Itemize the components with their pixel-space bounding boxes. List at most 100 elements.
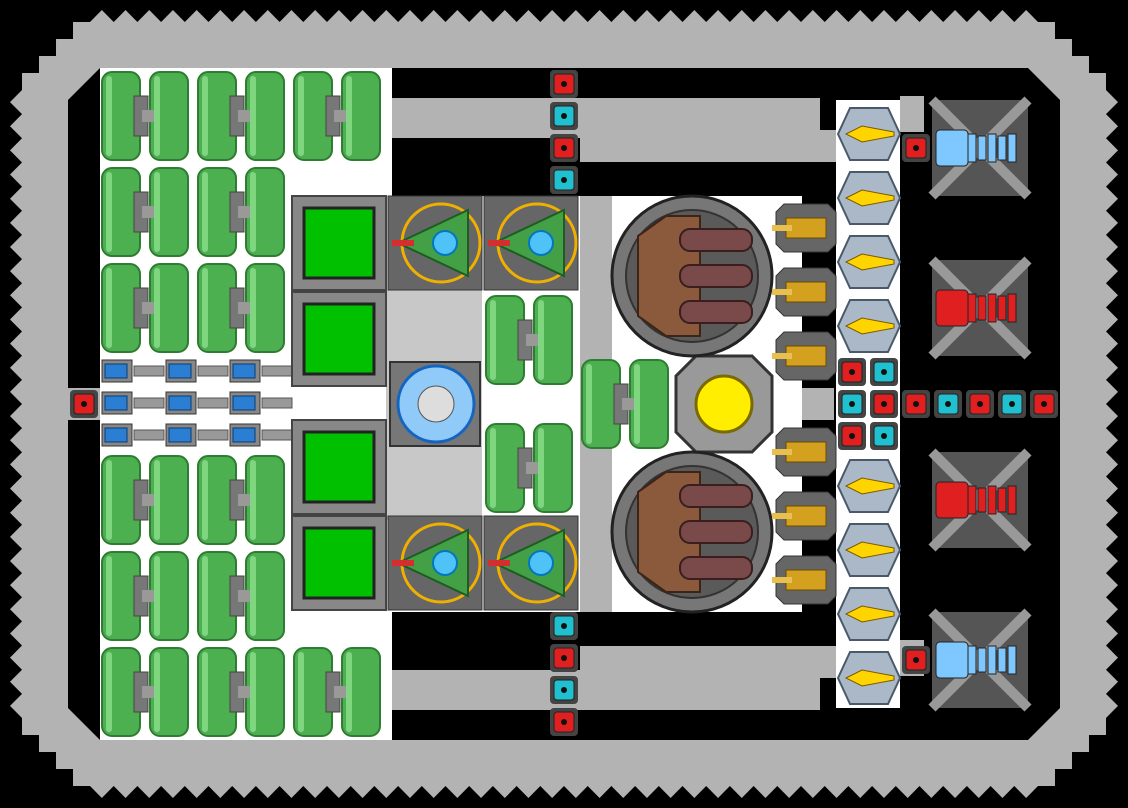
- battery-cell[interactable]: [165, 359, 229, 383]
- green-panel[interactable]: [291, 291, 387, 387]
- gold-cannon[interactable]: [772, 555, 837, 605]
- red-connector[interactable]: [70, 390, 98, 418]
- red-connector[interactable]: [550, 70, 578, 98]
- tank-valve: [334, 686, 346, 698]
- fuel-tank[interactable]: [101, 263, 189, 353]
- fuel-tank[interactable]: [101, 71, 189, 161]
- cyan-connector[interactable]: [550, 612, 578, 640]
- blue-thruster[interactable]: [928, 608, 1032, 712]
- turret-barrel: [488, 560, 510, 566]
- red-connector[interactable]: [902, 646, 930, 674]
- battery-cell[interactable]: [101, 359, 165, 383]
- tank-highlight: [250, 268, 256, 348]
- missile-pod[interactable]: [836, 299, 902, 353]
- missile-pod[interactable]: [836, 651, 902, 705]
- green-turret[interactable]: [387, 515, 483, 611]
- green-turret[interactable]: [483, 195, 579, 291]
- missile-pod[interactable]: [836, 235, 902, 289]
- fuel-tank[interactable]: [485, 423, 573, 513]
- fuel-tank[interactable]: [293, 647, 381, 737]
- tank-highlight: [250, 460, 256, 540]
- thruster-fin: [1007, 485, 1017, 515]
- fuel-tank[interactable]: [197, 647, 285, 737]
- fuel-tank[interactable]: [581, 359, 669, 449]
- fuel-tank[interactable]: [485, 295, 573, 385]
- red-connector[interactable]: [966, 390, 994, 418]
- green-turret[interactable]: [387, 195, 483, 291]
- missile-body: [844, 317, 895, 335]
- gap: [940, 196, 1020, 244]
- fuel-tank[interactable]: [101, 647, 189, 737]
- missile-pod[interactable]: [836, 587, 902, 641]
- fuel-tank[interactable]: [101, 551, 189, 641]
- red-connector[interactable]: [550, 134, 578, 162]
- missile-body: [844, 669, 895, 687]
- green-panel[interactable]: [291, 195, 387, 291]
- core-module[interactable]: [674, 354, 774, 454]
- missile-pod[interactable]: [836, 107, 902, 161]
- missile-pod[interactable]: [836, 523, 902, 577]
- cyan-connector[interactable]: [870, 358, 898, 386]
- cyan-connector[interactable]: [550, 676, 578, 704]
- red-connector[interactable]: [838, 422, 866, 450]
- battery-cell[interactable]: [101, 423, 165, 447]
- gold-cannon[interactable]: [772, 203, 837, 253]
- connector-pin: [561, 655, 567, 661]
- tank-highlight: [346, 76, 352, 156]
- fuel-tank[interactable]: [197, 263, 285, 353]
- battery-cell[interactable]: [165, 391, 229, 415]
- red-connector[interactable]: [1030, 390, 1058, 418]
- red-thruster[interactable]: [928, 448, 1032, 552]
- red-connector[interactable]: [838, 358, 866, 386]
- battery-cell[interactable]: [165, 423, 229, 447]
- cyan-connector[interactable]: [934, 390, 962, 418]
- green-turret[interactable]: [483, 515, 579, 611]
- cyan-connector[interactable]: [998, 390, 1026, 418]
- battery-cell[interactable]: [229, 359, 293, 383]
- cyan-connector[interactable]: [550, 102, 578, 130]
- connector-pin: [849, 433, 855, 439]
- fuel-tank[interactable]: [101, 167, 189, 257]
- shield-generator[interactable]: [389, 361, 481, 447]
- gold-cannon[interactable]: [772, 427, 837, 477]
- fuel-tank[interactable]: [197, 167, 285, 257]
- hull-corridor: [580, 646, 836, 678]
- cyan-connector[interactable]: [838, 390, 866, 418]
- tank-highlight: [250, 556, 256, 636]
- blue-thruster[interactable]: [928, 96, 1032, 200]
- red-connector[interactable]: [870, 390, 898, 418]
- red-thruster[interactable]: [928, 256, 1032, 360]
- missile-pod[interactable]: [836, 171, 902, 225]
- reactor[interactable]: [610, 194, 774, 358]
- red-connector[interactable]: [550, 644, 578, 672]
- cannon-barrel: [772, 577, 792, 583]
- tank-highlight: [346, 652, 352, 732]
- tank-highlight: [202, 556, 208, 636]
- green-panel[interactable]: [291, 419, 387, 515]
- cyan-connector[interactable]: [550, 166, 578, 194]
- cyan-connector[interactable]: [870, 422, 898, 450]
- fuel-tank[interactable]: [293, 71, 381, 161]
- gold-cannon[interactable]: [772, 331, 837, 381]
- missile-pod[interactable]: [836, 459, 902, 513]
- gold-cannon[interactable]: [772, 267, 837, 317]
- shield-emitter: [417, 385, 455, 423]
- battery-cell[interactable]: [229, 391, 293, 415]
- hull-corridor: [380, 678, 580, 708]
- green-panel[interactable]: [291, 515, 387, 611]
- fuel-tank[interactable]: [101, 455, 189, 545]
- red-connector[interactable]: [902, 134, 930, 162]
- red-connector[interactable]: [902, 390, 930, 418]
- red-connector[interactable]: [550, 708, 578, 736]
- fuel-tank[interactable]: [197, 551, 285, 641]
- fuel-tank[interactable]: [197, 71, 285, 161]
- core-light: [694, 374, 754, 434]
- tank-highlight: [250, 172, 256, 252]
- reactor[interactable]: [610, 450, 774, 614]
- connector-pin: [913, 657, 919, 663]
- gold-cannon[interactable]: [772, 491, 837, 541]
- cell-core: [104, 395, 128, 411]
- battery-cell[interactable]: [101, 391, 165, 415]
- fuel-tank[interactable]: [197, 455, 285, 545]
- hull-corridor: [380, 100, 580, 130]
